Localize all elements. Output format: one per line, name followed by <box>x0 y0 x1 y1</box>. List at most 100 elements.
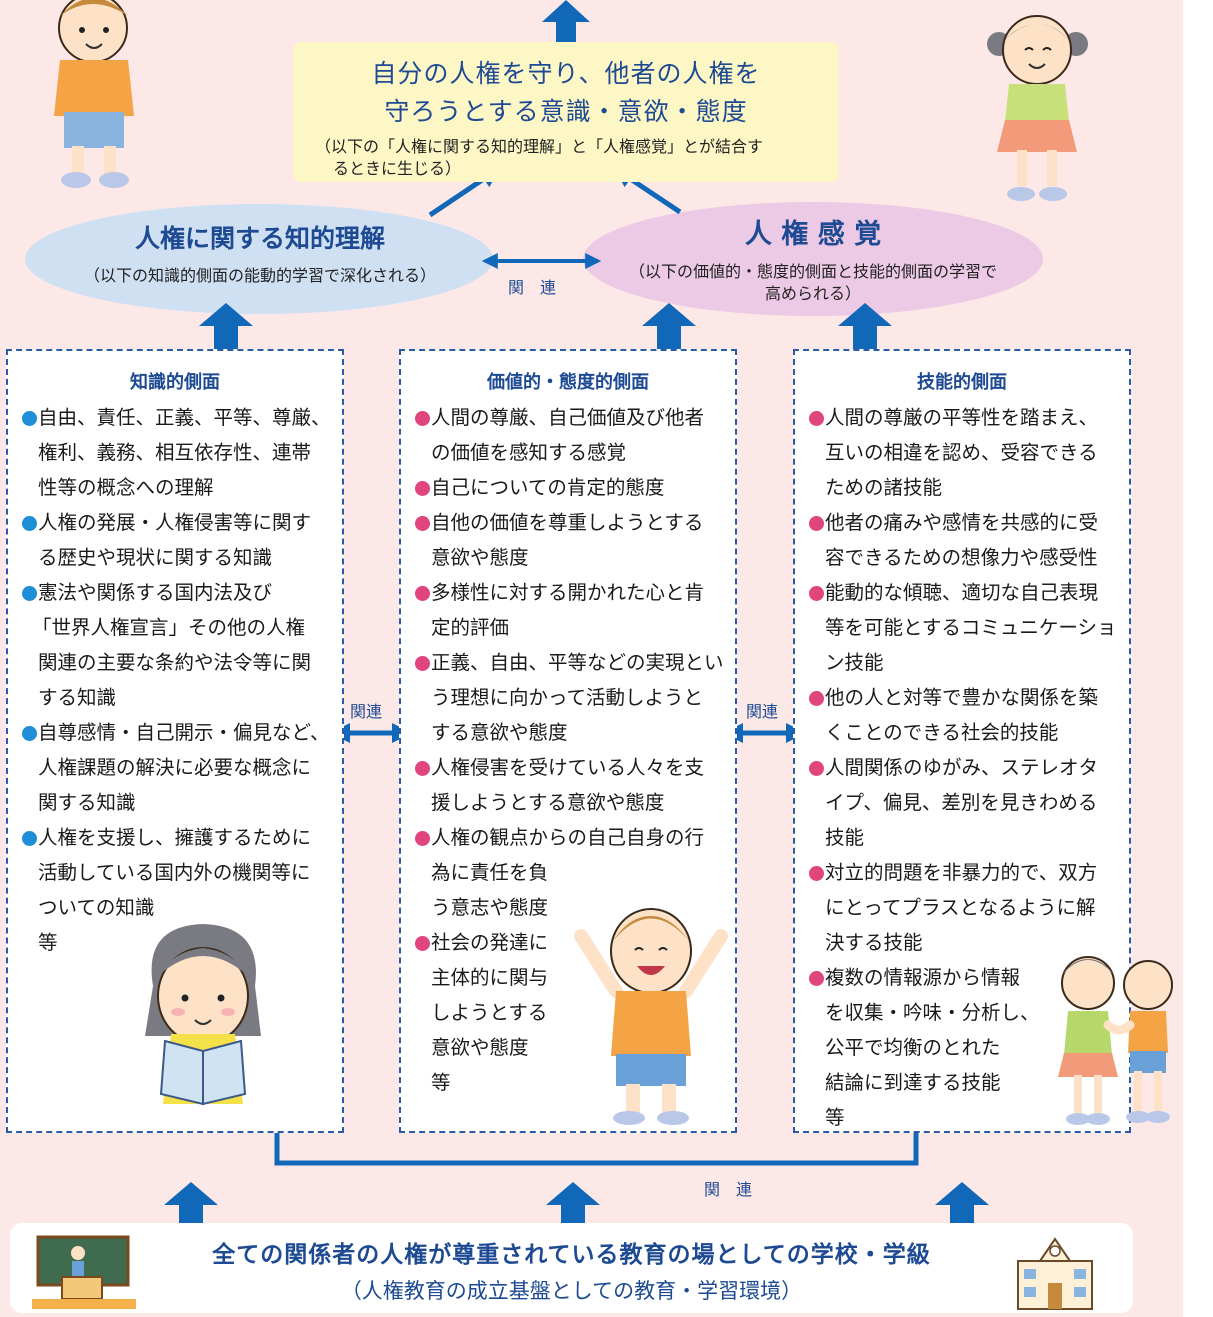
knowledge-line: 自尊感情・自己開示・偏見など、 <box>38 721 330 744</box>
bullet-pink-icon <box>415 411 430 426</box>
values-line: 社会の発達に <box>431 931 549 954</box>
goal-note-line1: （以下の「人権に関する知的理解」と「人権感覚」とが結合す <box>315 137 764 156</box>
bullet-pink-icon <box>415 516 430 531</box>
values-line: う意志や態度 <box>431 896 549 919</box>
panel-values: 価値的・態度的側面 人間の尊厳、自己価値及び他者 の価値を感知する感覚 自己につ… <box>399 349 737 1133</box>
knowledge-line: 関する知識 <box>38 791 136 814</box>
knowledge-line: ついての知識 <box>38 896 155 919</box>
values-line: 多様性に対する開かれた心と肯 <box>431 581 705 604</box>
values-line: する意欲や態度 <box>431 721 568 744</box>
skills-line: 公平で均衡のとれた <box>825 1036 1001 1059</box>
connector-layer <box>25 0 1043 1223</box>
panel-knowledge: 知識的側面 自由、責任、正義、平等、尊厳、 権利、義務、相互依存性、連帯 性等の… <box>6 349 344 1133</box>
bullet-pink-icon <box>809 516 824 531</box>
bullet-blue-icon <box>22 831 37 846</box>
girl-top-right-illustration <box>987 15 1088 201</box>
skills-line: 対立的問題を非暴力的で、双方 <box>825 861 1098 884</box>
bullet-pink-icon <box>415 761 430 776</box>
values-line: 主体的に関与 <box>431 966 549 989</box>
panel-values-title: 価値的・態度的側面 <box>487 372 649 393</box>
bullet-pink-icon <box>415 831 430 846</box>
values-line: 自己についての肯定的態度 <box>431 476 665 499</box>
bullet-blue-icon <box>22 516 37 531</box>
bullet-pink-icon <box>809 411 824 426</box>
school-building-icon <box>1017 1237 1093 1310</box>
goal-title-line1: 自分の人権を守り、他者の人権を <box>371 59 761 88</box>
knowledge-line: 活動している国内外の機関等に <box>38 861 311 884</box>
skills-line: 決する技能 <box>825 931 923 954</box>
foundation-title: 全ての関係者の人権が尊重されている教育の場としての学校・学級 <box>212 1242 931 1268</box>
relation-label-top: 関 連 <box>508 278 557 297</box>
arrow-values-up <box>642 303 696 349</box>
bullet-pink-icon <box>809 691 824 706</box>
knowledge-line: 関連の主要な条約や法令等に関 <box>38 651 312 674</box>
bullet-pink-icon <box>415 656 430 671</box>
skills-line: 等 <box>825 1106 845 1129</box>
arrow-skills-up <box>838 303 892 349</box>
skills-line: 互いの相違を認め、受容できる <box>825 441 1098 464</box>
values-line: 人間の尊厳、自己価値及び他者 <box>431 406 705 429</box>
oval-right-note-line2: 高められる） <box>764 284 861 303</box>
skills-line: 人間の尊厳の平等性を踏まえ、 <box>825 406 1099 429</box>
arrow-knowledge-up <box>199 303 253 349</box>
knowledge-line: 等 <box>38 931 58 954</box>
values-line: 等 <box>431 1071 451 1094</box>
skills-line: 他の人と対等で豊かな関係を築 <box>825 686 1099 709</box>
bullet-blue-icon <box>22 726 37 741</box>
bullet-pink-icon <box>809 586 824 601</box>
oval-intellectual-understanding <box>25 204 493 314</box>
skills-line: 容できるための想像力や感受性 <box>825 546 1098 569</box>
panel-skills-title: 技能的側面 <box>917 372 1007 393</box>
goal-title-line2: 守ろうとする意識・意欲・態度 <box>384 97 748 126</box>
values-line: 援しようとする意欲や態度 <box>431 791 665 814</box>
knowledge-line: 「世界人権宣言」その他の人権 <box>32 616 306 639</box>
skills-line: 結論に到達する技能 <box>825 1071 1001 1094</box>
knowledge-line: 性等の概念への理解 <box>38 476 214 499</box>
bullet-pink-icon <box>415 481 430 496</box>
skills-line: 他者の痛みや感情を共感的に受 <box>825 511 1099 534</box>
top-arrow <box>542 0 590 42</box>
cheering-boy-illustration <box>574 908 728 1125</box>
values-line: の価値を感知する感覚 <box>431 441 627 464</box>
knowledge-line: る歴史や現状に関する知識 <box>38 546 273 569</box>
skills-line: 複数の情報源から情報 <box>825 966 1021 989</box>
oval-right-title: 人 権 感 覚 <box>744 219 882 250</box>
values-line: 正義、自由、平等などの実現とい <box>431 651 724 674</box>
diagram-stage: 自分の人権を守り、他者の人権を 守ろうとする意識・意欲・態度 （以下の「人権に関… <box>0 0 1183 1317</box>
foundation-box: 全ての関係者の人権が尊重されている教育の場としての学校・学級 （人権教育の成立基… <box>10 1223 1133 1313</box>
values-line: 人権侵害を受けている人々を支 <box>431 756 705 779</box>
skills-line: ための諸技能 <box>825 476 943 499</box>
skills-line: を収集・吟味・分析し、 <box>825 1001 1040 1024</box>
reading-girl-illustration <box>145 924 261 1106</box>
skills-line: くことのできる社会的技能 <box>825 721 1059 744</box>
knowledge-line: 自由、責任、正義、平等、尊厳、 <box>38 406 331 429</box>
values-line: 人権の観点からの自己自身の行 <box>431 826 705 849</box>
values-line: 定的評価 <box>431 616 510 639</box>
values-line: う理想に向かって活動しようと <box>431 686 704 709</box>
relation-label-right: 関連 <box>746 702 779 721</box>
relation-label-bottom: 関 連 <box>704 1180 753 1199</box>
knowledge-line: 人権を支援し、擁護するために <box>38 826 312 849</box>
knowledge-line: 権利、義務、相互依存性、連帯 <box>38 441 312 464</box>
oval-left-title: 人権に関する知的理解 <box>134 224 385 253</box>
bullet-pink-icon <box>415 936 430 951</box>
goal-note-line2: るときに生じる） <box>333 159 462 178</box>
knowledge-line: 憲法や関係する国内法及び <box>38 581 273 604</box>
bullet-blue-icon <box>22 586 37 601</box>
knowledge-line: 人権の発展・人権侵害等に関す <box>38 511 312 534</box>
values-line: 為に責任を負 <box>431 861 549 884</box>
values-line: 自他の価値を尊重しようとする <box>431 511 704 534</box>
skills-line: 等を可能とするコミュニケーショ <box>825 616 1117 639</box>
bullet-pink-icon <box>809 761 824 776</box>
bullet-blue-icon <box>22 411 37 426</box>
values-line: 意欲や態度 <box>431 546 529 569</box>
bullet-pink-icon <box>809 866 824 881</box>
arrow-base-to-knowledge <box>164 1182 218 1223</box>
children-holding-hands-illustration <box>1058 956 1173 1125</box>
values-line: 意欲や態度 <box>431 1036 529 1059</box>
skills-line: イプ、偏見、差別を見きわめる <box>825 791 1098 814</box>
arrow-base-to-skills <box>935 1182 989 1223</box>
oval-right-note-line1: （以下の価値的・態度的側面と技能的側面の学習で <box>628 262 997 281</box>
relation-label-left: 関連 <box>350 702 383 721</box>
panel-knowledge-title: 知識的側面 <box>130 372 220 393</box>
